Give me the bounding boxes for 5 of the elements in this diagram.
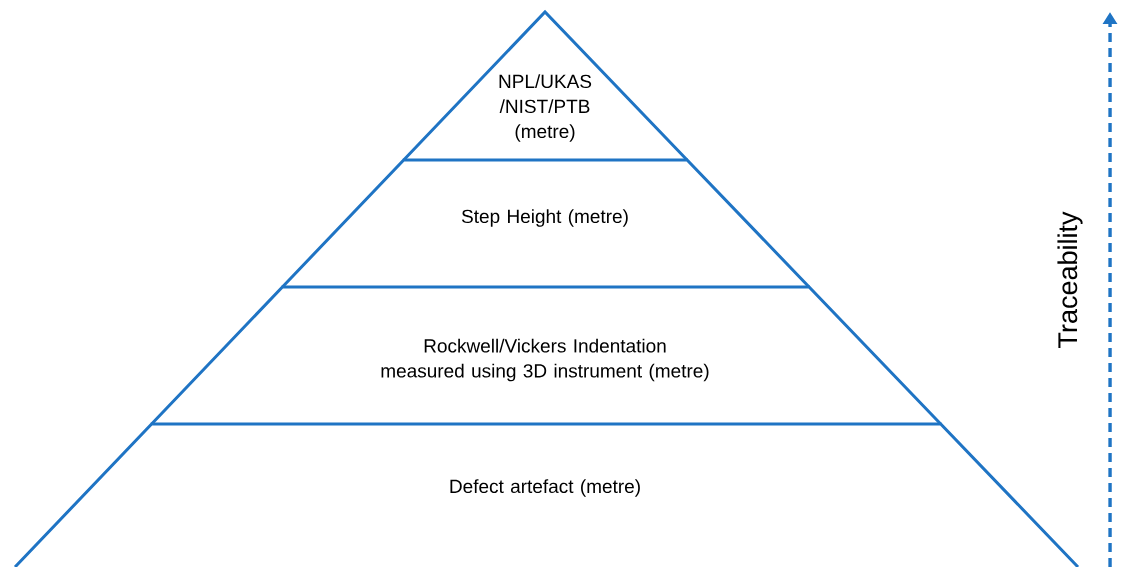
pyramid-level: Defect artefact (metre) <box>13 422 1080 567</box>
pyramid-level: NPL/UKAS /NIST/PTB (metre) <box>402 9 689 162</box>
pyramid-level: Step Height (metre) <box>281 158 811 289</box>
axis-label: Traceability <box>1057 211 1083 348</box>
pyramid-level: Rockwell/Vickers Indentation measured using 3D instrument (metre) <box>150 285 942 426</box>
